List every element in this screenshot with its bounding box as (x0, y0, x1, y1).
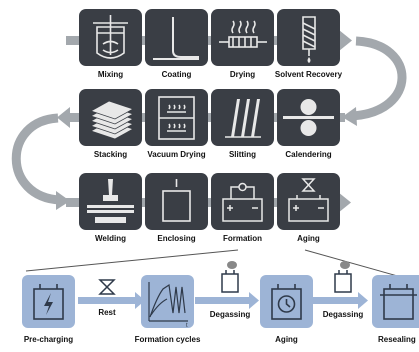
flow-arrow-row3-head (338, 192, 351, 213)
detail-label-rest: Rest (98, 308, 116, 317)
detail-label-pre-charging: Pre-charging (23, 335, 74, 344)
detail-label-degassing-1: Degassing (209, 310, 251, 319)
resealed-cell-icon (380, 284, 417, 320)
step-coating (145, 9, 208, 66)
step-label-coating: Coating (161, 70, 192, 79)
detail-label-formation-cycles: Formation cycles (134, 335, 201, 344)
solvent-recovery-icon (302, 16, 316, 63)
detail-pre-charging (22, 275, 75, 328)
svg-text:t: t (186, 323, 188, 328)
slitting-blades-icon (225, 99, 261, 138)
flow-curve-left (11, 113, 61, 205)
flow-curve-left-head (56, 191, 70, 210)
step-vacuum-drying (145, 89, 208, 146)
detail-degassing-2 (329, 258, 357, 299)
callout-line-left (25, 249, 239, 272)
pre-charging-icon (33, 284, 64, 320)
step-label-aging: Aging (297, 234, 320, 243)
flow-curve-right-head (342, 107, 357, 126)
aging-battery-icon (288, 178, 329, 222)
step-label-vacuum-drying: Vacuum Drying (147, 150, 206, 159)
step-label-welding: Welding (95, 234, 126, 243)
detail-label-degassing-2: Degassing (322, 310, 364, 319)
degassing-cell-icon (334, 261, 352, 293)
step-enclosing (145, 173, 208, 230)
flow-curve-right (351, 36, 407, 121)
step-label-calendering: Calendering (285, 150, 332, 159)
step-welding (79, 173, 142, 230)
detail-arrow-1 (78, 297, 135, 304)
mixing-tank-icon (93, 15, 128, 59)
stacked-sheets-icon (90, 100, 134, 140)
step-label-stacking: Stacking (93, 150, 128, 159)
detail-resealing (372, 275, 419, 328)
step-aging (277, 173, 340, 230)
detail-label-aging: Aging (275, 335, 298, 344)
detail-arrow-2-head (249, 292, 259, 309)
step-label-formation: Formation (222, 234, 263, 243)
hourglass-icon (98, 279, 116, 295)
detail-aging (260, 275, 313, 328)
step-drying (211, 9, 274, 66)
step-label-slitting: Slitting (228, 150, 257, 159)
detail-rest (97, 279, 117, 300)
formation-battery-icon (222, 182, 263, 222)
vacuum-drying-icon (158, 96, 195, 140)
step-stacking (79, 89, 142, 146)
charge-curve-icon: t (148, 282, 188, 328)
detail-formation-cycles: t (141, 275, 194, 328)
drying-heater-icon (219, 20, 267, 48)
flow-arrow-row2-head (57, 107, 70, 128)
step-slitting (211, 89, 274, 146)
calender-rollers-icon (283, 99, 334, 136)
flow-arrow-row1-head (339, 30, 352, 51)
detail-arrow-3 (313, 297, 358, 304)
degassing-cell-icon (221, 261, 239, 293)
detail-degassing-1 (216, 258, 244, 299)
welding-press-icon (87, 179, 134, 223)
detail-arrow-2 (195, 297, 249, 304)
detail-arrow-3-head (358, 292, 368, 309)
step-mixing (79, 9, 142, 66)
step-label-drying: Drying (229, 70, 256, 79)
step-label-enclosing: Enclosing (157, 234, 196, 243)
detail-label-resealing: Resealing (378, 335, 416, 344)
step-label-mixing: Mixing (97, 70, 124, 79)
step-label-solvent-recovery: Solvent Recovery (274, 70, 343, 79)
detail-arrow-1-head (135, 292, 145, 309)
clock-icon (271, 284, 302, 320)
enclosing-cell-icon (162, 179, 191, 222)
step-calendering (277, 89, 340, 146)
step-formation (211, 173, 274, 230)
step-solvent-recovery (277, 9, 340, 66)
coating-blade-icon (153, 17, 199, 60)
